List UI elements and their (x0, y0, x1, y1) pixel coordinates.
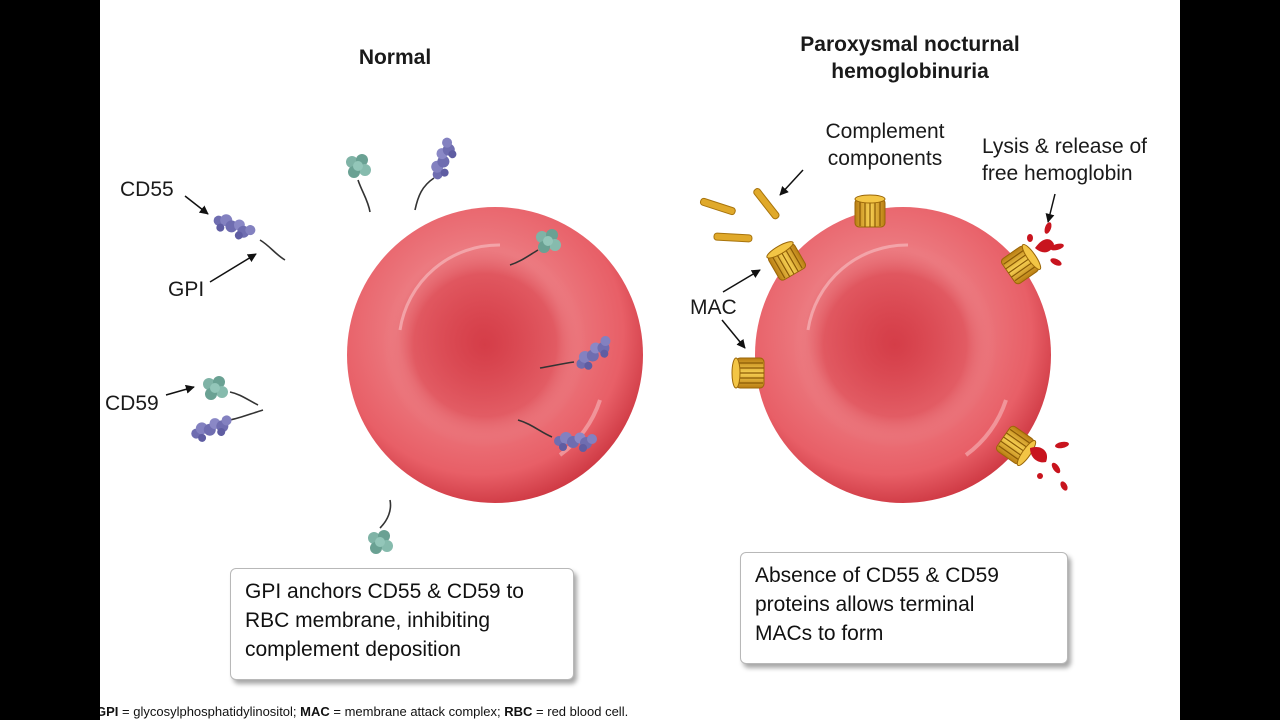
slide: Normal Paroxysmal nocturnal hemoglobinur… (100, 0, 1180, 720)
gpi-arrow (209, 253, 257, 283)
lysis-label: Lysis & release of free hemoglobin (982, 135, 1147, 185)
normal-caption-box: GPI anchors CD55 & CD59 to RBC membrane,… (230, 568, 574, 680)
pnh-panel (699, 169, 1069, 503)
cd55-protein-left-lower (188, 409, 264, 446)
diagram-canvas (165, 135, 1069, 554)
cd59-protein-left-lower (203, 376, 259, 406)
pnh-title: Paroxysmal nocturnal hemoglobinuria (800, 33, 1020, 83)
cd55-protein-top (414, 135, 461, 211)
footnote-term-gpi: GPI (100, 704, 119, 719)
pnh-caption-box: Absence of CD55 & CD59 proteins allows t… (740, 552, 1068, 664)
cd55-protein-left-upper (210, 210, 286, 261)
page-number: 897 (1124, 676, 1166, 701)
mac-left-lower (731, 357, 765, 389)
normal-rbc-center (383, 243, 587, 447)
footnote-def-rbc: = red blood cell. (532, 704, 629, 719)
mac-arrow-lower (721, 319, 746, 349)
cd59-protein-right-upper (509, 229, 561, 266)
normal-title: Normal (358, 46, 432, 69)
cd59-protein-bottom (368, 499, 393, 554)
hemoglobin-release-lower (1030, 441, 1069, 491)
lysis-arrow (1045, 193, 1056, 223)
hemoglobin-release-upper (1027, 222, 1064, 266)
footnote-def-mac: = membrane attack complex; (329, 704, 505, 719)
normal-panel (165, 135, 643, 554)
cd59-label: CD59 (105, 392, 159, 415)
cd55-protein-right-mid (539, 332, 618, 376)
mac-label: MAC (690, 296, 737, 319)
cd59-protein-top (346, 154, 371, 213)
cd55-arrow (184, 195, 209, 215)
footnote-term-mac: MAC (300, 704, 330, 719)
cd55-label: CD55 (120, 178, 174, 201)
mac-arrow-upper (722, 269, 761, 293)
pnh-rbc-center (793, 243, 997, 447)
footnote-term-rbc: RBC (504, 704, 533, 719)
complement-components-label: Complement components (825, 120, 945, 170)
right-letterbox (1180, 0, 1280, 720)
left-letterbox (0, 0, 100, 720)
complement-arrow (779, 169, 804, 196)
footnote-def-gpi: = glycosylphosphatidylinositol; (118, 704, 301, 719)
gpi-label: GPI (168, 278, 205, 301)
cd59-arrow (165, 384, 195, 396)
complement-components (699, 188, 780, 243)
mac-top (854, 194, 886, 228)
footnote: GPI = glycosylphosphatidylinositol; MAC … (100, 704, 628, 719)
cd55-protein-right-lower (517, 419, 597, 452)
